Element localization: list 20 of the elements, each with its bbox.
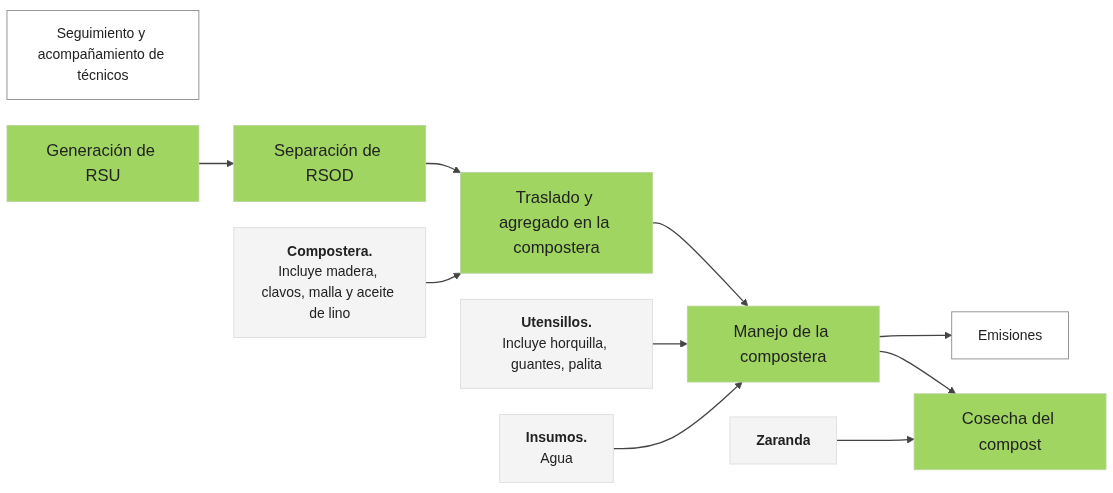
node-box: Insumos. Agua bbox=[499, 414, 614, 483]
arrow bbox=[878, 350, 956, 395]
node-box: Manejo de la compostera bbox=[686, 305, 880, 383]
arrow bbox=[651, 222, 749, 307]
arrow bbox=[878, 331, 953, 340]
node-box: Separación de RSOD bbox=[233, 125, 427, 202]
node-box: Emisiones bbox=[951, 311, 1069, 360]
node-box: Traslado y agregado en la compostera bbox=[460, 172, 653, 274]
node-box: Utensillos. Incluye horquilla, guantes, palita bbox=[460, 298, 653, 389]
node-box: Compostera. Incluye madera, clavos, malla y aceite de lino bbox=[233, 227, 427, 338]
arrow bbox=[425, 162, 461, 173]
node-box: Zaranda bbox=[729, 416, 838, 465]
node-box: Cosecha del compost bbox=[913, 393, 1107, 471]
arrow bbox=[651, 340, 688, 348]
arrow bbox=[612, 381, 743, 450]
arrow bbox=[198, 159, 235, 168]
node-box: Generación de RSU bbox=[6, 125, 200, 202]
arrow bbox=[835, 435, 915, 444]
node-box: Seguimiento y acompañamiento de técnicos bbox=[6, 10, 200, 100]
arrow bbox=[425, 272, 462, 284]
